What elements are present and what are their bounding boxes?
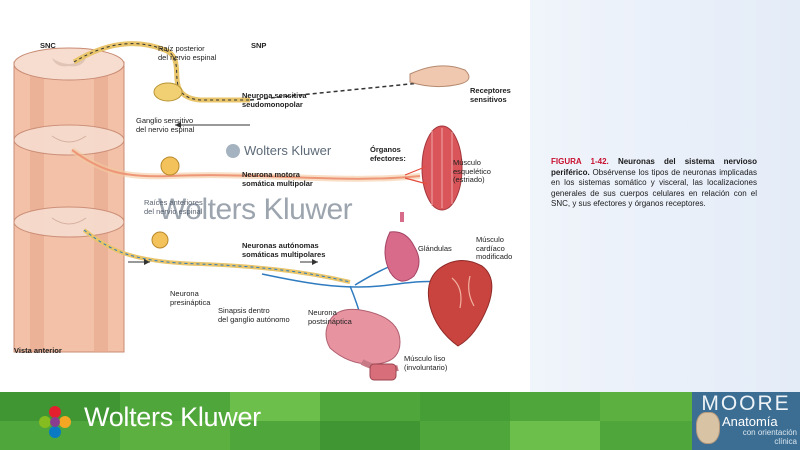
label-musculo-liso: Músculo liso (involuntario)	[404, 354, 448, 372]
label-neuronas-autonomas: Neuronas autónomas somáticas multipolare…	[242, 241, 326, 259]
heart-illustration	[427, 260, 493, 347]
label-ganglio-sensitivo: Ganglio sensitivo del nervio espinal	[136, 116, 195, 134]
moore-book-title: Anatomía	[722, 414, 778, 429]
label-neurona-postsinaptica: Neurona postsináptica	[308, 308, 352, 326]
label-vista-anterior: Vista anterior	[14, 346, 62, 355]
label-musculo-esqueletico: Músculo esquelético (estriado)	[453, 158, 491, 184]
stomach-illustration	[325, 308, 401, 381]
label-glandulas: Glándulas	[418, 244, 452, 253]
autonomic-neurons	[82, 228, 441, 361]
label-musculo-cardiaco: Músculo cardíaco modificado	[476, 235, 513, 261]
watermark-small: Wolters Kluwer	[226, 143, 331, 158]
label-snp: SNP	[251, 41, 267, 50]
moore-book-badge: MOORE Anatomía con orientación clínica	[692, 392, 800, 450]
caption-figure-number: FIGURA 1-42.	[551, 157, 609, 166]
watermark-big: Wolters Kluwer	[158, 193, 353, 226]
moore-cover-portrait-icon	[696, 412, 720, 444]
motor-neuron	[70, 125, 463, 211]
moore-book-subtitle: con orientación clínica	[742, 428, 797, 446]
footer-banner	[0, 392, 800, 450]
footer-brand-text: Wolters Kluwer	[84, 402, 261, 432]
anatomy-figure: SNC SNP Raíz posterior del nervio espina…	[13, 41, 513, 381]
sensory-neuron	[72, 41, 470, 128]
wolters-kluwer-logo-icon	[39, 406, 71, 438]
caption-body: Obsérvense los tipos de neuronas implica…	[551, 167, 757, 209]
label-sinapsis: Sinapsis dentro del ganglio autónomo	[218, 306, 290, 324]
glands-illustration	[384, 212, 420, 282]
label-raiz-posterior: Raíz posterior del nervio espinal	[158, 44, 217, 62]
label-snc: SNC	[40, 41, 56, 50]
label-neurona-motora: Neurona motora somática multipolar	[242, 170, 313, 188]
label-receptores: Receptores sensitivos	[470, 86, 511, 104]
figure-caption: FIGURA 1-42. Neuronas del sistema nervio…	[551, 157, 757, 210]
label-organos-efectores: Órganos efectores:	[370, 145, 406, 163]
watermark-small-text: Wolters Kluwer	[244, 143, 332, 158]
label-raices-anteriores: Raíces anteriores del nervio espinal	[144, 198, 203, 216]
caption-figure-title: Neuronas del sistema nervioso periférico…	[551, 157, 758, 177]
neuron-illustration	[13, 41, 493, 381]
moore-author-text: MOORE	[701, 392, 791, 415]
spinal-cord-column	[13, 47, 125, 353]
label-neurona-sensitiva: Neurona sensitiva seudomonopolar	[242, 91, 307, 109]
watermark-logo-icon	[226, 143, 240, 158]
label-neurona-presinaptica: Neurona presináptica	[170, 289, 211, 307]
